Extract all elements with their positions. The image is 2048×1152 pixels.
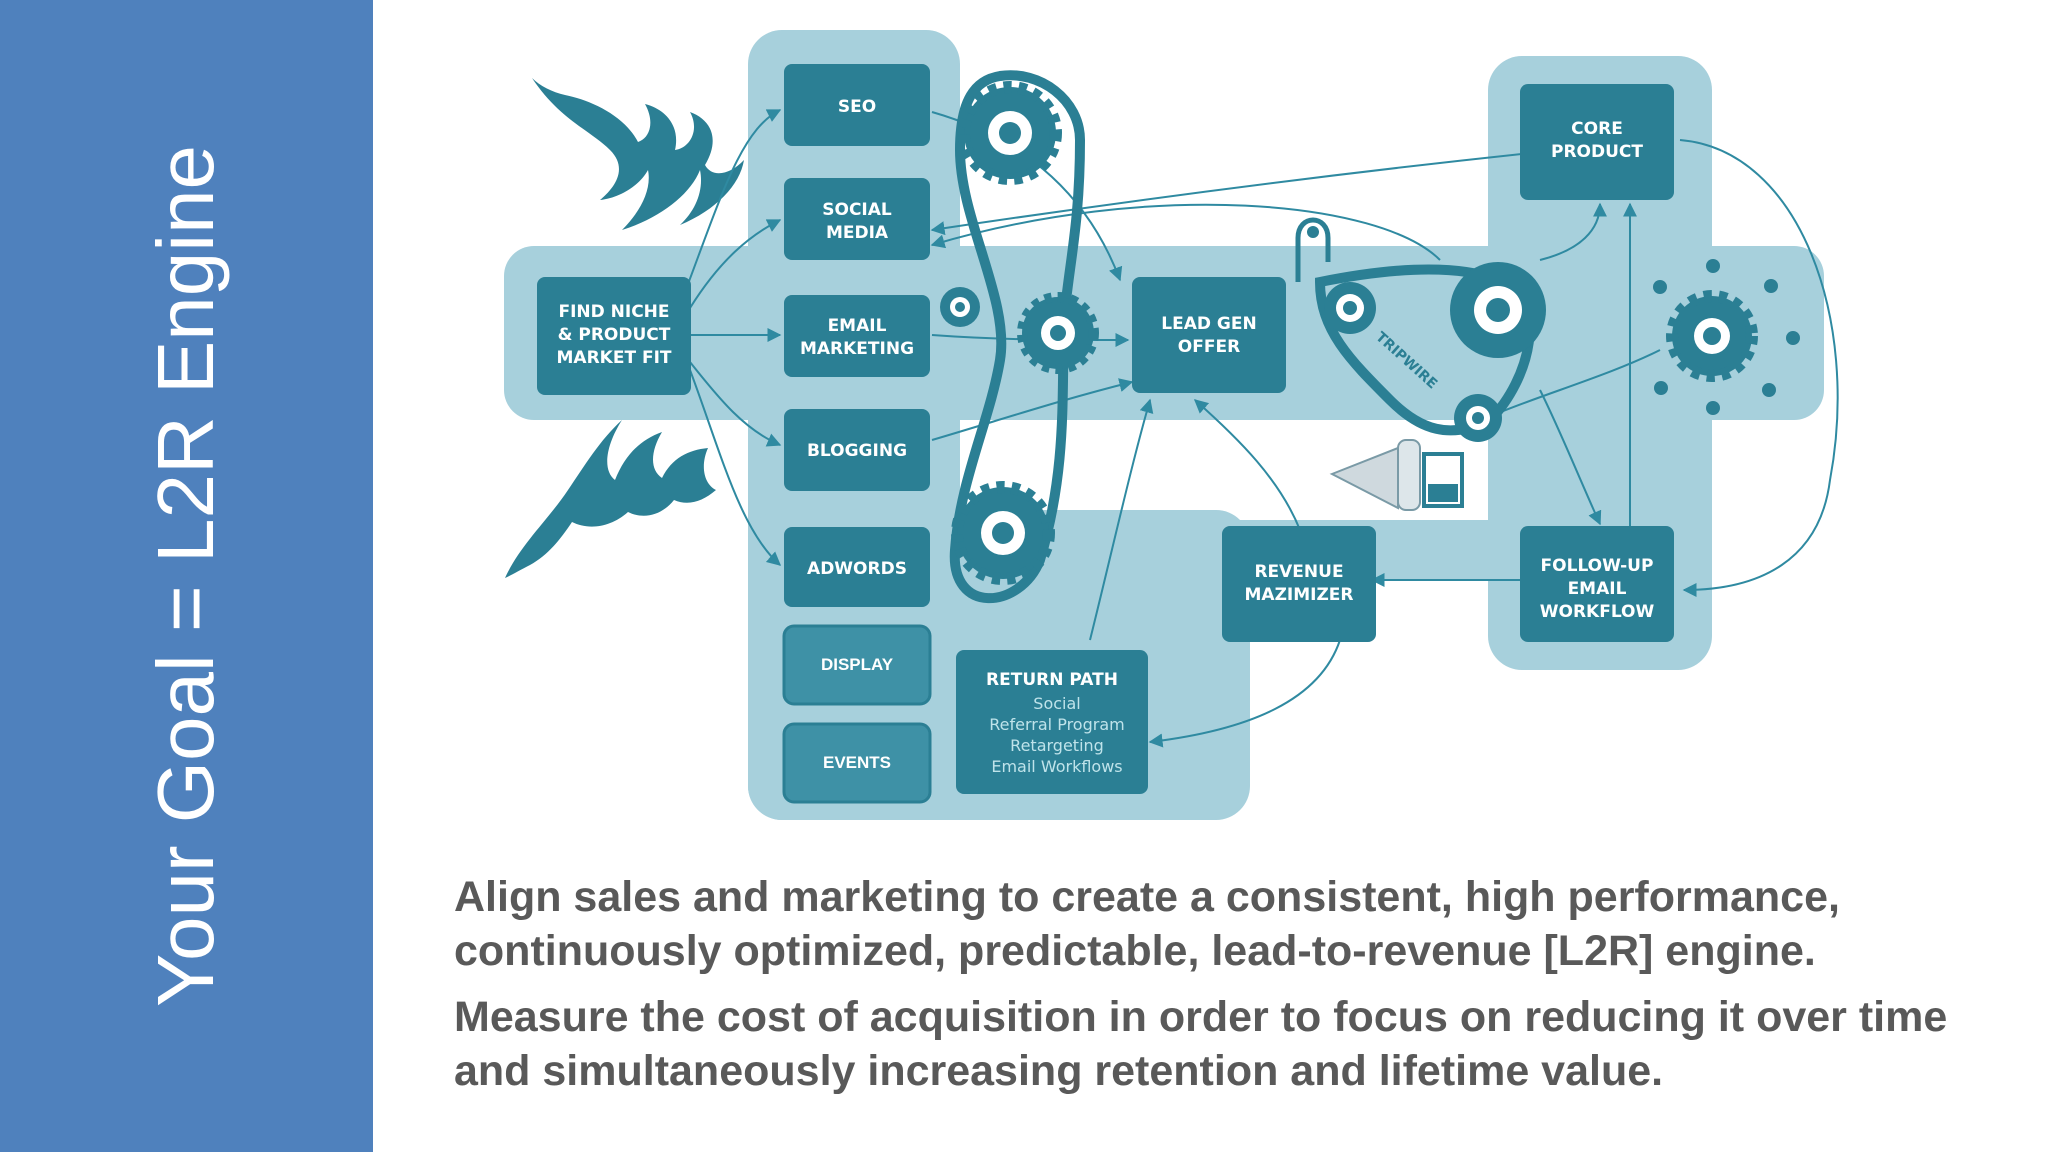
gear-middle-left [1017, 292, 1099, 374]
body-paragraph-2: Measure the cost of acquisition in order… [454, 993, 1948, 1095]
small-pulley-left [940, 287, 980, 327]
box-social-media: SOCIAL MEDIA [784, 178, 930, 260]
svg-text:FIND NICHE: FIND NICHE [558, 302, 669, 322]
svg-text:MEDIA: MEDIA [826, 223, 889, 243]
box-lead-gen-offer: LEAD GEN OFFER [1132, 277, 1286, 393]
chain-belt-left [949, 70, 1086, 604]
gear-bottom-left [951, 481, 1055, 585]
gear-top-left [958, 81, 1062, 185]
box-blogging: BLOGGING [784, 409, 930, 491]
svg-text:DISPLAY: DISPLAY [821, 655, 894, 674]
tripwire-hook-icon [1295, 217, 1331, 282]
svg-text:EVENTS: EVENTS [823, 753, 891, 772]
box-adwords: ADWORDS [784, 527, 930, 607]
box-follow-up-email-workflow: FOLLOW-UP EMAIL WORKFLOW [1520, 526, 1674, 642]
svg-text:Email Workflows: Email Workflows [991, 757, 1122, 776]
svg-text:MAZIMIZER: MAZIMIZER [1245, 585, 1354, 605]
body-paragraph-1: Align sales and marketing to create a co… [454, 873, 1840, 975]
svg-text:RETURN PATH: RETURN PATH [986, 670, 1118, 690]
svg-text:Retargeting: Retargeting [1010, 736, 1104, 755]
svg-text:MARKETING: MARKETING [800, 339, 914, 359]
svg-text:ADWORDS: ADWORDS [807, 559, 907, 579]
box-return-path: RETURN PATH Social Referral Program Reta… [956, 650, 1148, 794]
svg-text:WORKFLOW: WORKFLOW [1540, 602, 1655, 622]
flame-bottom-decoration [505, 420, 716, 578]
gear-right [1653, 259, 1800, 415]
box-display: DISPLAY [782, 624, 932, 706]
svg-text:MARKET FIT: MARKET FIT [557, 348, 672, 368]
title-sidebar: Your Goal = L2R Engine [0, 0, 373, 1152]
svg-text:EMAIL: EMAIL [1568, 579, 1627, 599]
svg-text:BLOGGING: BLOGGING [807, 441, 907, 461]
svg-text:Referral Program: Referral Program [989, 715, 1124, 734]
svg-text:FOLLOW-UP: FOLLOW-UP [1541, 556, 1654, 576]
svg-text:SEO: SEO [838, 97, 876, 117]
svg-text:PRODUCT: PRODUCT [1551, 142, 1643, 162]
box-email-marketing: EMAIL MARKETING [784, 295, 930, 377]
flame-top-decoration [532, 78, 744, 230]
funnel-icon [1329, 439, 1464, 511]
box-seo: SEO [784, 64, 930, 146]
box-events: EVENTS [782, 722, 932, 804]
svg-text:LEAD GEN: LEAD GEN [1161, 314, 1256, 334]
svg-text:OFFER: OFFER [1178, 337, 1240, 357]
svg-text:& PRODUCT: & PRODUCT [558, 325, 671, 345]
svg-text:REVENUE: REVENUE [1254, 562, 1343, 582]
svg-text:Social: Social [1033, 694, 1080, 713]
box-revenue-maximizer: REVENUE MAZIMIZER [1222, 526, 1376, 642]
svg-text:CORE: CORE [1571, 119, 1623, 139]
svg-text:EMAIL: EMAIL [828, 316, 887, 336]
connector-arrows [681, 109, 1839, 748]
body-text: Align sales and marketing to create a co… [454, 870, 2014, 1110]
box-find-niche: FIND NICHE & PRODUCT MARKET FIT [537, 277, 691, 395]
svg-text:SOCIAL: SOCIAL [822, 200, 892, 220]
box-core-product: CORE PRODUCT [1520, 84, 1674, 200]
